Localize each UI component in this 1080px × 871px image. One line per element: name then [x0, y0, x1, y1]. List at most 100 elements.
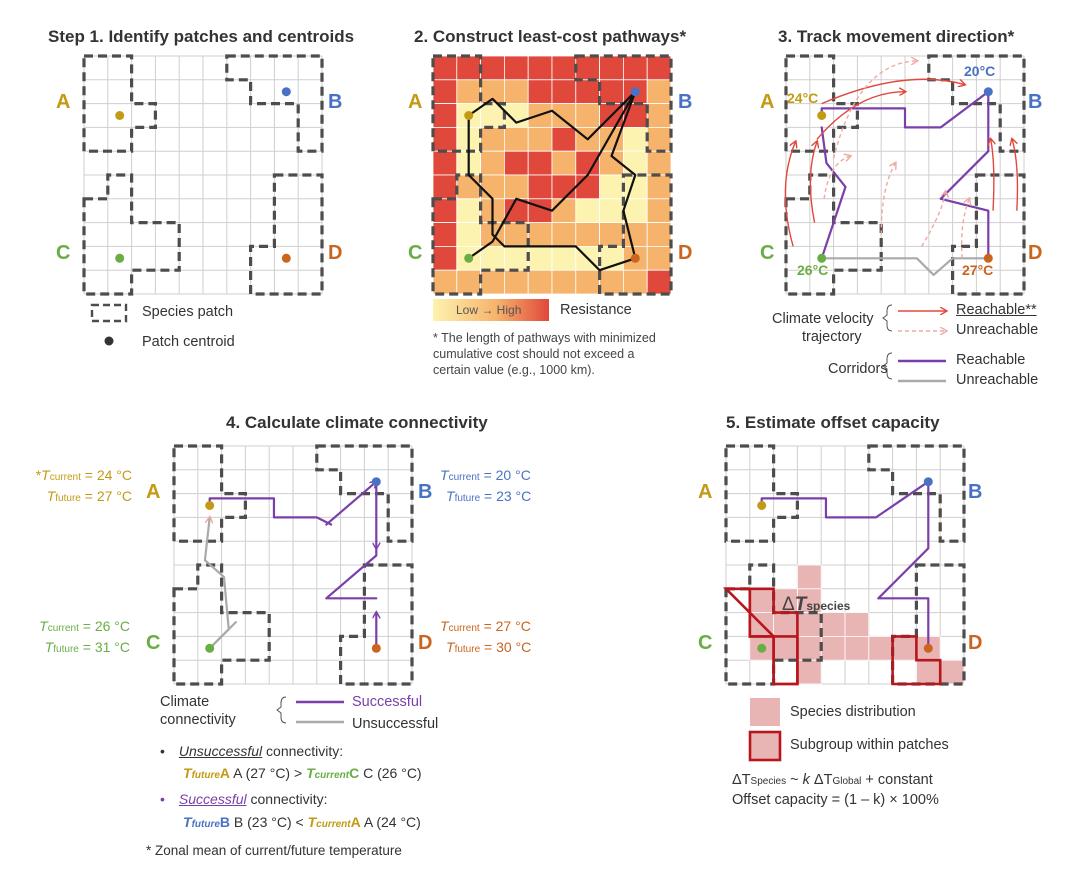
resistance-cell — [503, 269, 529, 295]
p2-label-d: D — [678, 242, 693, 264]
resistance-cell — [432, 269, 458, 295]
resistance-cell — [551, 79, 577, 105]
species-distribution-cell — [797, 636, 822, 661]
corridor-b-d — [877, 480, 930, 650]
p2-centroid-a — [464, 111, 474, 120]
step2-title: 2. Construct least-cost pathways* — [414, 27, 687, 46]
species-distribution-cell — [892, 636, 917, 661]
p3-label-d: D — [1028, 242, 1043, 264]
resistance-cell — [432, 55, 458, 81]
species-distribution-cell — [773, 612, 798, 637]
p3-patch-c — [784, 173, 883, 296]
resistance-cell — [646, 245, 672, 271]
p4-patch-d — [339, 563, 414, 686]
connectivity-a-b-segment — [208, 497, 333, 526]
temp-d: 27°C — [962, 262, 994, 278]
resistance-cell — [551, 269, 577, 295]
connectivity-a-b-final — [325, 482, 376, 526]
p1-patch-c — [82, 173, 181, 296]
p5-patch-b — [867, 444, 966, 543]
p5-centroid-a — [757, 501, 767, 510]
resistance-cell — [432, 103, 458, 128]
resistance-cell — [432, 150, 458, 176]
resistance-cell — [503, 150, 529, 176]
p4-label-c: C — [146, 632, 161, 654]
resistance-legend-bar — [433, 299, 549, 321]
subgroup-outline-c2 — [722, 587, 799, 686]
resistance-cell — [432, 174, 458, 200]
temp-b: 20°C — [964, 63, 996, 79]
p3-centroid-a — [817, 111, 827, 120]
p5-label-a: A — [698, 481, 713, 503]
resistance-cell — [527, 55, 553, 81]
resistance-cell — [432, 127, 458, 152]
p3-centroid-c — [817, 253, 827, 263]
legend-species-distribution: Species distribution — [790, 704, 916, 720]
bullet-successful: •Successful connectivity: — [160, 791, 328, 807]
legend-patch-centroid: Patch centroid — [142, 334, 235, 350]
resistance-cell — [527, 198, 553, 224]
resistance-cell — [551, 198, 577, 224]
p3-patch-a — [784, 54, 859, 153]
p4-label-d: D — [418, 632, 433, 654]
trajectory-unreachable — [832, 61, 917, 159]
trajectory-unreachable — [880, 163, 895, 235]
resistance-cell — [575, 79, 600, 105]
p1-centroid-d — [281, 253, 291, 263]
temp-block-a: *Tcurrent = 24 °C Tfuture = 27 °C — [35, 467, 132, 504]
resistance-cell — [575, 150, 600, 176]
trajectory-reachable — [991, 139, 994, 211]
step4-title: 4. Calculate climate connectivity — [226, 413, 488, 432]
p4-patch-c — [172, 563, 271, 686]
legend-unreachable-corridor: Unreachable — [956, 372, 1039, 388]
corridor-a-b — [760, 480, 930, 519]
trajectory-reachable — [821, 78, 965, 105]
corridor-b-d — [939, 90, 990, 260]
p4-patch-b — [315, 444, 414, 543]
step3-title: 3. Track movement direction* — [778, 27, 1015, 46]
resistance-cell — [599, 222, 624, 247]
trajectory-unreachable — [960, 199, 970, 259]
connectivity-d-b — [325, 547, 378, 600]
resistance-cell — [480, 174, 505, 200]
species-distribution-cell — [844, 636, 870, 661]
resistance-cell — [646, 174, 672, 200]
p5-centroid-d — [923, 643, 933, 653]
p1-label-b: B — [328, 91, 343, 113]
resistance-cell — [551, 174, 577, 200]
step5-title: 5. Estimate offset capacity — [726, 413, 940, 432]
species-distribution-cell — [939, 659, 965, 685]
resistance-scale-label: Low → High — [456, 303, 522, 317]
resistance-cell — [527, 174, 553, 200]
resistance-cell — [623, 150, 648, 176]
resistance-cell — [527, 79, 553, 105]
resistance-cell — [623, 55, 648, 81]
p2-label-c: C — [408, 242, 423, 264]
trajectory-reachable — [816, 92, 905, 140]
resistance-cell — [646, 55, 672, 81]
resistance-cell — [646, 150, 672, 176]
resistance-cell — [599, 174, 624, 200]
species-distribution-cell — [868, 636, 893, 661]
resistance-cell — [527, 127, 553, 152]
resistance-cell — [480, 127, 505, 152]
resistance-cell — [480, 245, 505, 271]
connectivity-c-up — [208, 621, 237, 650]
resistance-cell — [575, 55, 600, 81]
resistance-cell — [599, 269, 624, 295]
temp-block-b: Tcurrent = 20 °C Tfuture = 23 °C — [440, 467, 532, 504]
resistance-cell — [456, 198, 481, 224]
p1-centroid-a — [115, 111, 125, 120]
resistance-cell — [646, 222, 672, 247]
legend-connectivity: connectivity — [160, 712, 236, 728]
p1-centroid-b — [281, 87, 291, 97]
resistance-cell — [646, 127, 672, 152]
p2-centroid-c — [464, 253, 474, 263]
resistance-cell — [527, 222, 553, 247]
p4-patch-a — [172, 444, 247, 543]
p5-patch-a — [724, 444, 799, 543]
p1-patch-b — [225, 54, 324, 153]
bullet-unsuccessful: •Unsuccessful connectivity: — [160, 743, 344, 759]
resistance-cell — [551, 103, 577, 128]
resistance-cell — [503, 127, 529, 152]
